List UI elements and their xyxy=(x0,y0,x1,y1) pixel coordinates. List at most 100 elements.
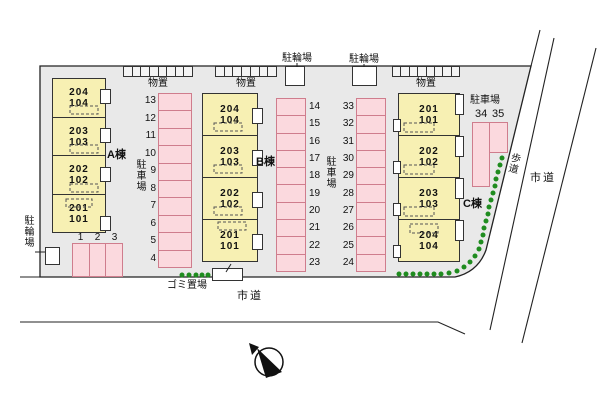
stall-number: 32 xyxy=(342,118,354,129)
parking-stall xyxy=(276,201,306,221)
stall-number: 35 xyxy=(492,108,505,120)
porch xyxy=(393,119,401,132)
stall-number: 29 xyxy=(342,170,354,181)
stall-number: 4 xyxy=(150,253,156,264)
parking-stall xyxy=(356,167,386,186)
stall-number: 34 xyxy=(475,108,488,120)
parking-stall xyxy=(356,98,386,117)
storage-label: 物置 xyxy=(416,78,436,89)
parking-stall xyxy=(356,201,386,221)
parking-stall xyxy=(276,236,306,255)
stall-number: 20 xyxy=(309,205,321,216)
parking-label-a: 駐車場 xyxy=(134,159,145,192)
porch xyxy=(393,245,401,258)
stall-number: 19 xyxy=(309,188,321,199)
parking-column-b-left xyxy=(276,98,306,272)
stall-number: 22 xyxy=(309,240,321,251)
parking-stall xyxy=(276,132,306,151)
bicycle-parking-box xyxy=(352,66,377,86)
porch xyxy=(252,108,263,124)
stall-number: 13 xyxy=(144,95,156,106)
storage-shed-row xyxy=(392,66,460,77)
porch xyxy=(100,167,111,182)
porch xyxy=(455,136,464,157)
stall-number: 14 xyxy=(309,101,321,112)
parking-stall xyxy=(356,115,386,134)
porch xyxy=(455,178,464,199)
garbage-box xyxy=(212,268,243,281)
stall-number: 6 xyxy=(150,218,156,229)
parking-stall xyxy=(158,93,192,112)
bicycle-label: 駐輪場 xyxy=(282,53,312,64)
stall-number: 30 xyxy=(342,153,354,164)
parking-stall xyxy=(276,149,306,169)
stall-number: 8 xyxy=(150,183,156,194)
porch xyxy=(100,89,111,104)
porch xyxy=(100,216,111,231)
parking-stall xyxy=(356,253,386,272)
parking-stall xyxy=(158,249,192,269)
bicycle-label: 駐輪場 xyxy=(349,54,379,65)
stall-number: 2 xyxy=(94,232,101,243)
stall-number: 7 xyxy=(150,200,156,211)
garbage-label: ゴミ置場 xyxy=(167,280,207,291)
parking-stall xyxy=(489,122,508,153)
parking-stall xyxy=(88,243,107,277)
city-road-east-label: 市道 xyxy=(530,172,556,184)
parking-stall xyxy=(158,197,192,216)
porch xyxy=(252,150,263,166)
stall-number: 12 xyxy=(144,113,156,124)
bicycle-parking-box xyxy=(45,247,60,265)
stall-number: 28 xyxy=(342,188,354,199)
parking-stall xyxy=(105,243,124,277)
east-road-outer-line xyxy=(521,47,597,344)
stall-number: 16 xyxy=(309,136,321,147)
stall-number: 31 xyxy=(342,136,354,147)
parking-stall xyxy=(72,243,90,277)
bicycle-parking-box xyxy=(285,66,305,86)
stall-number: 33 xyxy=(342,101,354,112)
parking-front-row xyxy=(72,243,124,277)
storage-shed-row xyxy=(123,66,193,77)
parking-stall xyxy=(472,122,490,187)
north-arrow-icon xyxy=(249,343,284,378)
south-road-lower-edge xyxy=(20,321,466,335)
stall-number: 26 xyxy=(342,222,354,233)
porch xyxy=(455,220,464,241)
parking-stall xyxy=(276,98,306,117)
parking-stall xyxy=(158,110,192,129)
stall-number: 24 xyxy=(342,257,354,268)
porch xyxy=(252,192,263,208)
stall-number: 11 xyxy=(145,130,156,141)
parking-stall xyxy=(276,115,306,134)
stall-number: 23 xyxy=(309,257,321,268)
parking-stall xyxy=(158,232,192,251)
stall-number: 25 xyxy=(342,240,354,251)
stall-number: 9 xyxy=(150,165,156,176)
parking-label-b: 駐車場 xyxy=(324,156,335,189)
parking-stall xyxy=(276,253,306,272)
building-b-label: B棟 xyxy=(256,156,275,168)
stall-number: 15 xyxy=(309,118,321,129)
stall-number: 1 xyxy=(77,232,84,243)
stall-number: 17 xyxy=(309,153,321,164)
porch xyxy=(455,94,464,115)
porch xyxy=(393,161,401,174)
east-boundary-extension xyxy=(530,29,541,67)
parking-stall xyxy=(356,132,386,151)
parking-stall xyxy=(356,149,386,169)
porch xyxy=(393,203,401,216)
